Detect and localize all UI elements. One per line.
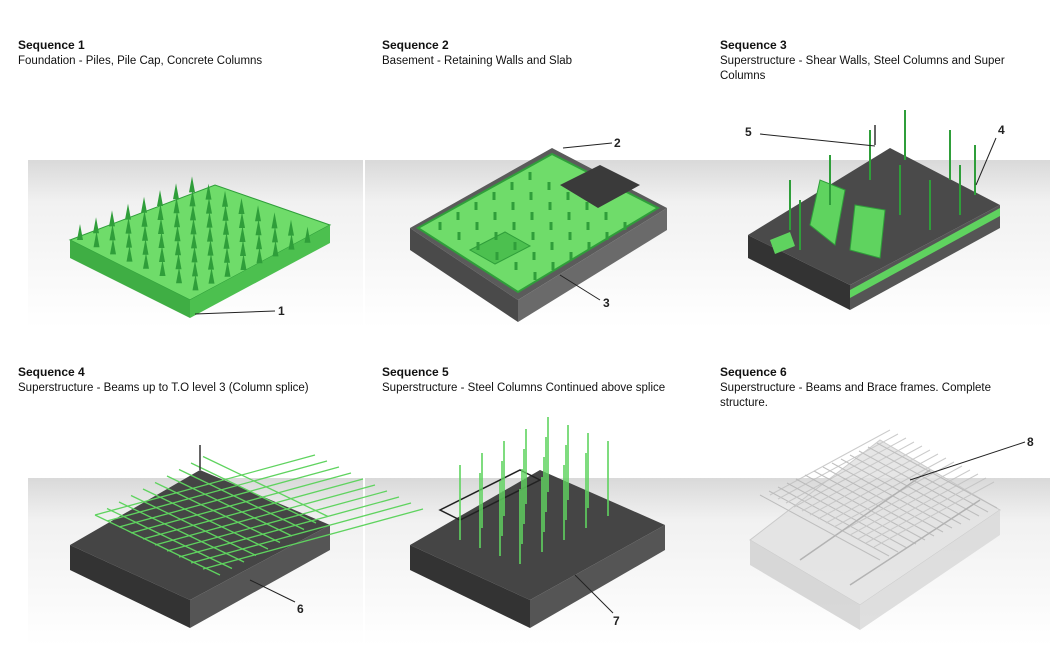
callout-2: 2 bbox=[614, 136, 621, 150]
basement-column bbox=[515, 262, 518, 270]
basement-column bbox=[550, 222, 553, 230]
basement-column bbox=[476, 222, 479, 230]
basement-column bbox=[513, 222, 516, 230]
basement-column bbox=[552, 262, 555, 270]
basement-column bbox=[530, 192, 533, 200]
basement-column bbox=[511, 182, 514, 190]
basement-column bbox=[548, 182, 551, 190]
basement-column bbox=[529, 172, 532, 180]
basement-column bbox=[493, 192, 496, 200]
basement-column bbox=[570, 252, 573, 260]
basement-column bbox=[495, 232, 498, 240]
basement-column bbox=[533, 252, 536, 260]
basement-column bbox=[568, 212, 571, 220]
basement-column bbox=[606, 232, 609, 240]
basement-column bbox=[569, 232, 572, 240]
callout-5: 5 bbox=[745, 125, 752, 139]
basement-column bbox=[531, 212, 534, 220]
basement-column bbox=[496, 252, 499, 260]
basement-column bbox=[532, 232, 535, 240]
basement-column bbox=[439, 222, 442, 230]
basement-column bbox=[624, 222, 627, 230]
basement-column bbox=[512, 202, 515, 210]
basement-column bbox=[588, 242, 591, 250]
callout-7: 7 bbox=[613, 614, 620, 628]
callout-1: 1 bbox=[278, 304, 285, 318]
callout-8: 8 bbox=[1027, 435, 1034, 449]
basement-column bbox=[549, 202, 552, 210]
basement-column bbox=[475, 202, 478, 210]
basement-column bbox=[477, 242, 480, 250]
basement-column bbox=[567, 192, 570, 200]
basement-column bbox=[551, 242, 554, 250]
callout-4: 4 bbox=[998, 123, 1005, 137]
basement-column bbox=[605, 212, 608, 220]
basement-column bbox=[494, 212, 497, 220]
basement-column bbox=[457, 212, 460, 220]
callout-3: 3 bbox=[603, 296, 610, 310]
basement-column bbox=[534, 272, 537, 280]
basement-column bbox=[514, 242, 517, 250]
callout-6: 6 bbox=[297, 602, 304, 616]
basement-column bbox=[586, 202, 589, 210]
basement-column bbox=[458, 232, 461, 240]
basement-column bbox=[587, 222, 590, 230]
